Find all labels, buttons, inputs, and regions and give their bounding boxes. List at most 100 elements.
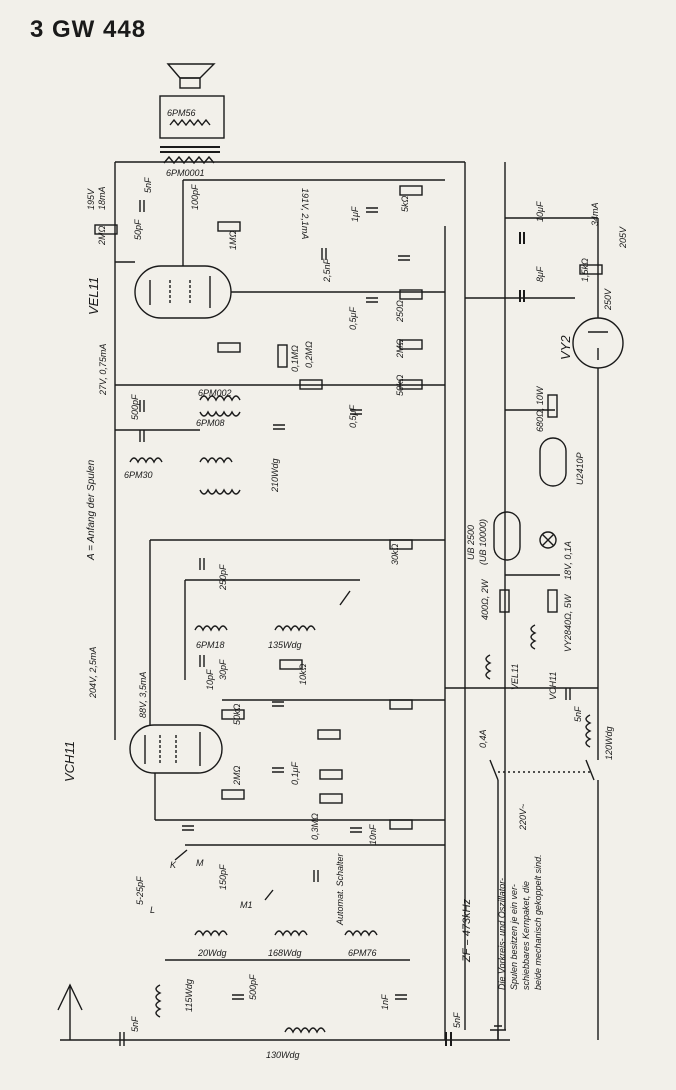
fuse-label: 0,4A: [478, 729, 488, 748]
ub2500-label: UB 2500: [466, 524, 476, 560]
wdg20-label: 20Wdg: [198, 948, 227, 958]
pm168-label: 168Wdg: [268, 948, 302, 958]
capacitors: [119, 200, 571, 1046]
c0-5uf-label: 0,5μF: [348, 307, 358, 330]
c50pf-label: 50pF: [133, 219, 143, 240]
c0-5uf2-label: 0,5μF: [348, 405, 358, 428]
r840-label: 840Ω, 5W: [563, 594, 573, 635]
c5nf-main-label: 5nF: [573, 706, 583, 722]
v27-label: 27V, 0,75mA: [98, 343, 108, 395]
ma18-label: 18mA: [97, 186, 107, 210]
r30k-label: 30kΩ: [390, 543, 400, 565]
lamp-label: 18V, 0,1A: [563, 541, 573, 580]
r2m-label: 2MΩ: [97, 225, 107, 245]
switch-m-label: M: [196, 858, 204, 868]
schalter-label: Automat. Schalter: [335, 853, 345, 925]
vy2-heater-label: VY2: [563, 634, 573, 652]
mains-label: 220V~: [518, 803, 528, 830]
c8uf-label: 8μF: [535, 266, 545, 282]
pm30-label: 6PM30: [124, 470, 153, 480]
vch11-label: VCH11: [62, 741, 77, 782]
pm76-label: 6PM76: [348, 948, 377, 958]
wdg120-label: 120Wdg: [604, 726, 614, 760]
switch-m1-label: M1: [240, 900, 253, 910]
pm002-label: 6PM002: [198, 388, 232, 398]
wiring: [57, 179, 599, 1040]
wdg130-label: 130Wdg: [266, 1050, 300, 1060]
switch-l-label: L: [150, 905, 156, 915]
c500pf-label: 500pF: [130, 394, 140, 420]
ballast-tubes: [493, 437, 567, 561]
v191-label: 191V, 2,1mA: [300, 188, 310, 240]
r2m3-label: 2MΩ: [232, 765, 242, 785]
r2m2-label: 2MΩ: [395, 338, 405, 358]
c150pf-label: 150pF: [218, 864, 228, 890]
ub10000-label: (UB 10000): [478, 518, 488, 565]
r1m-label: 1MΩ: [228, 230, 238, 250]
ma34-label: 34mA: [590, 202, 600, 226]
c500pf2-label: 500pF: [248, 974, 258, 1000]
note-line-1: Die Vorkreis- und Oszillator-: [497, 877, 507, 990]
c30pf-label: 30pF: [218, 659, 228, 680]
page-title: 3 GW 448: [30, 16, 147, 43]
switch-k-label: K: [170, 860, 177, 870]
c5nf-ant-label: 5nF: [130, 1016, 140, 1032]
vch11-heater-label: VCH11: [548, 671, 558, 700]
v250-label: 250V: [603, 288, 613, 310]
coils: [129, 395, 592, 1034]
b-plus-rail: [114, 161, 506, 1040]
pm135-label: 135Wdg: [268, 640, 302, 650]
r5k-label: 5kΩ: [400, 195, 410, 212]
v195-label: 195V: [86, 188, 96, 210]
r50k2-label: 50kΩ: [232, 703, 242, 725]
r50k-label: 50kΩ: [395, 374, 405, 396]
r400-label: 400Ω, 2W: [480, 579, 490, 620]
wdg115-label: 115Wdg: [184, 979, 194, 1012]
vel11-label: VEL11: [86, 276, 101, 315]
c5-25pf-label: 5-25pF: [135, 876, 145, 905]
resistors: [94, 185, 603, 830]
vy2-tube: [572, 300, 624, 369]
c5nf-label: 5nF: [143, 177, 153, 193]
vy2-label: VY2: [558, 335, 573, 360]
c0-1uf-label: 0,1μF: [290, 762, 300, 785]
note-line-2: Spulen besitzen je ein ver-: [509, 884, 519, 990]
anfang-label: A = Anfang der Spulen: [86, 459, 97, 560]
pm18-label: 6PM18: [196, 640, 225, 650]
note-line-4: beide mechanisch gekoppelt sind.: [533, 854, 543, 990]
vch11-tube: [129, 724, 223, 774]
r250-label: 250Ω: [395, 300, 405, 322]
r1-5k-label: 1,5kΩ: [580, 258, 590, 282]
r0-2m-label: 0,2MΩ: [304, 341, 314, 368]
vel11-tube: [134, 265, 232, 319]
r0-1m-label: 0,1MΩ: [290, 345, 300, 372]
output-transformer: [160, 146, 220, 165]
wdg210-label: 210Wdg: [270, 458, 280, 492]
c1uf-label: 1μF: [350, 206, 360, 222]
note-line-3: schiebbares Kernpaket, die: [521, 880, 531, 990]
speaker-icon: [159, 63, 225, 139]
c100pf-label: 100pF: [190, 184, 200, 210]
v88-label: 88V, 3,5mA: [138, 671, 148, 718]
c10uf-label: 10μF: [535, 201, 545, 222]
pm08-label: 6PM08: [196, 418, 225, 428]
zf-label: ZF = 473kHz: [461, 898, 473, 962]
c5nf-b-label: 5nF: [452, 1012, 462, 1028]
switches: [174, 590, 595, 901]
v204-label: 204V, 2,5mA: [88, 646, 98, 698]
fb-coil-label: 6PM0001: [166, 168, 205, 178]
c250pf-label: 250pF: [218, 564, 228, 590]
ground-rail: [60, 1025, 510, 1041]
u2410p-label: U2410P: [575, 452, 585, 485]
c10nf-label: 10nF: [368, 824, 378, 845]
v205-label: 205V: [618, 226, 628, 248]
r10k-label: 10kΩ: [298, 663, 308, 685]
vel11-heater-label: VEL11: [510, 663, 520, 690]
r0-3m-label: 0,3MΩ: [310, 813, 320, 840]
c10pf-label: 10pF: [205, 669, 215, 690]
speaker-label: 6PM56: [167, 108, 196, 118]
r680-label: 680Ω, 10W: [535, 386, 545, 432]
c2-5nf-label: 2,5nF: [322, 258, 332, 282]
c1nf-label: 1nF: [380, 994, 390, 1010]
